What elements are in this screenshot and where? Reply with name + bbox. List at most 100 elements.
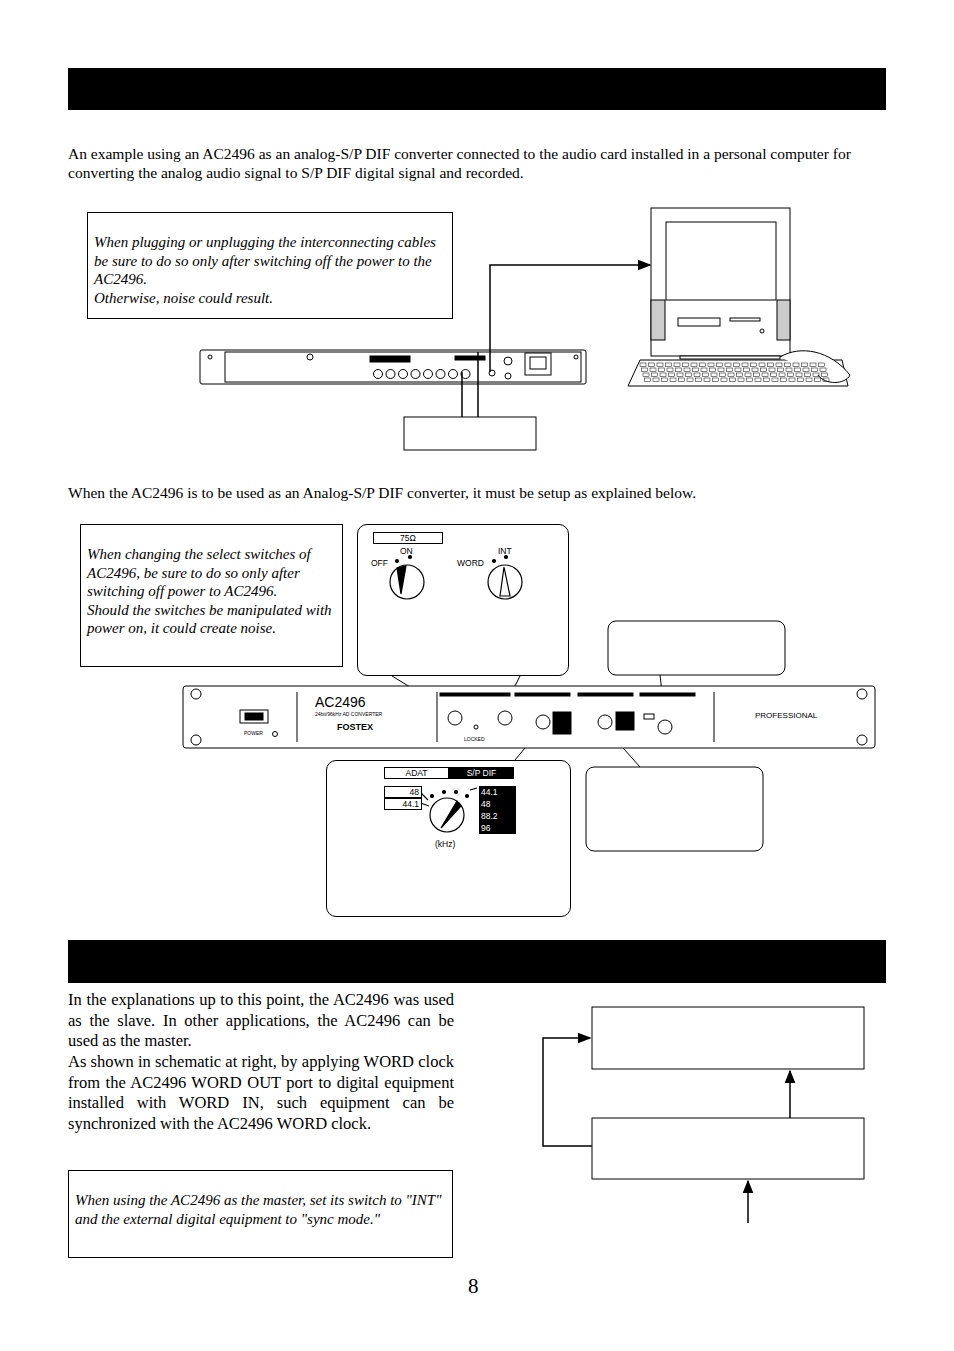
xlr-jacks — [424, 370, 433, 379]
keyboard-keys — [779, 373, 785, 377]
panel-marking: POWER — [244, 731, 263, 737]
keyboard-keys — [667, 368, 673, 372]
cable — [477, 378, 479, 417]
front-panel — [857, 735, 867, 745]
keyboard-keys — [776, 363, 782, 367]
keyboard-keys — [735, 368, 741, 372]
keyboard-keys — [786, 368, 792, 372]
keyboard-keys — [691, 363, 697, 367]
keyboard-keys — [820, 368, 826, 372]
keyboard-keys — [819, 363, 825, 367]
note-box: When using the AC2496 as the master, set… — [68, 1170, 453, 1258]
keyboard-keys — [761, 368, 767, 372]
keyboard-keys — [720, 373, 726, 377]
keyboard-keys — [713, 378, 719, 382]
panel-marking: 48 — [479, 798, 516, 810]
computer — [678, 318, 720, 326]
panel-marking: WORD — [457, 558, 484, 568]
keyboard-keys — [772, 378, 778, 382]
keyboard-keys — [660, 373, 666, 377]
keyboard-keys — [700, 363, 706, 367]
panel-marking: S/P DIF — [449, 767, 514, 779]
keyboard-keys — [803, 368, 809, 372]
keyboard-keys — [788, 373, 794, 377]
rack-rear — [574, 355, 578, 359]
keyboard-keys — [744, 368, 750, 372]
cable — [490, 265, 650, 372]
keyboard-keys — [781, 378, 787, 382]
rack-rear — [504, 357, 512, 365]
keyboard-keys — [652, 373, 658, 377]
front-panel — [536, 715, 550, 729]
keyboard-keys — [711, 373, 717, 377]
keyboard-keys — [649, 363, 655, 367]
rack-rear — [530, 357, 546, 369]
panel-marking: INT — [498, 546, 512, 556]
keyboard-keys — [679, 378, 685, 382]
keyboard-keys — [694, 373, 700, 377]
keyboard-keys — [751, 363, 757, 367]
keyboard-keys — [677, 373, 683, 377]
keyboard-keys — [759, 363, 765, 367]
computer — [680, 356, 780, 359]
front-panel — [240, 710, 268, 723]
keyboard-keys — [754, 373, 760, 377]
computer — [666, 222, 776, 300]
keyboard-keys — [764, 378, 770, 382]
keyboard-keys — [666, 363, 672, 367]
keyboard-keys — [747, 378, 753, 382]
rotary-switch — [430, 798, 464, 832]
front-panel — [640, 693, 695, 696]
keyboard-keys — [796, 373, 802, 377]
rack-rear — [307, 354, 313, 360]
keyboard-keys — [704, 378, 710, 382]
keyboard-keys — [785, 363, 791, 367]
keyboard-keys — [701, 368, 707, 372]
front-panel — [598, 715, 612, 729]
rack-rear — [200, 350, 586, 384]
rack-rear — [208, 355, 212, 359]
keyboard-keys — [789, 378, 795, 382]
keyboard-keys — [653, 378, 659, 382]
section-bar — [68, 940, 886, 983]
keyboard-keys — [640, 363, 829, 382]
keyboard-keys — [734, 363, 740, 367]
note-box: When plugging or unplugging the intercon… — [87, 212, 453, 319]
empty-box — [592, 1118, 864, 1179]
front-panel — [857, 689, 867, 699]
front-panel — [498, 711, 512, 725]
rotary-switch — [493, 560, 496, 563]
panel-marking: 96 — [479, 822, 516, 834]
keyboard-keys — [686, 373, 692, 377]
callout-box: 75ΩOFFONWORDINT — [357, 524, 569, 676]
keyboard-keys — [793, 363, 799, 367]
note-text: When using the AC2496 as the master, set… — [75, 1191, 447, 1228]
rotary-switch — [396, 560, 399, 563]
keyboard-keys — [718, 368, 724, 372]
keyboard-keys — [742, 363, 748, 367]
rotary-switch — [500, 567, 510, 596]
xlr-jacks — [399, 370, 408, 379]
keyboard-keys — [676, 368, 682, 372]
keyboard-keys — [823, 378, 829, 382]
keyboard-keys — [717, 363, 723, 367]
computer — [651, 300, 665, 340]
xlr-jacks — [449, 370, 458, 379]
keyboard-keys — [674, 363, 680, 367]
rack-rear — [225, 352, 581, 382]
body-text: When the AC2496 is to be used as an Anal… — [68, 483, 890, 502]
empty-box — [586, 767, 763, 851]
panel-marking: FOSTEX — [337, 722, 373, 732]
front-panel — [448, 711, 462, 725]
panel-marking: 44.1 — [479, 786, 516, 798]
page-number: 8 — [468, 1274, 479, 1298]
rack-rear — [370, 356, 410, 362]
rotary-switch — [443, 791, 446, 794]
keyboard-keys — [687, 378, 693, 382]
front-panel — [191, 735, 201, 745]
front-panel — [440, 693, 510, 696]
keyboard-keys — [696, 378, 702, 382]
body-text: As shown in schematic at right, by apply… — [68, 1052, 454, 1135]
xlr-jacks — [374, 370, 471, 379]
panel-marking: 44.1 — [384, 798, 422, 810]
